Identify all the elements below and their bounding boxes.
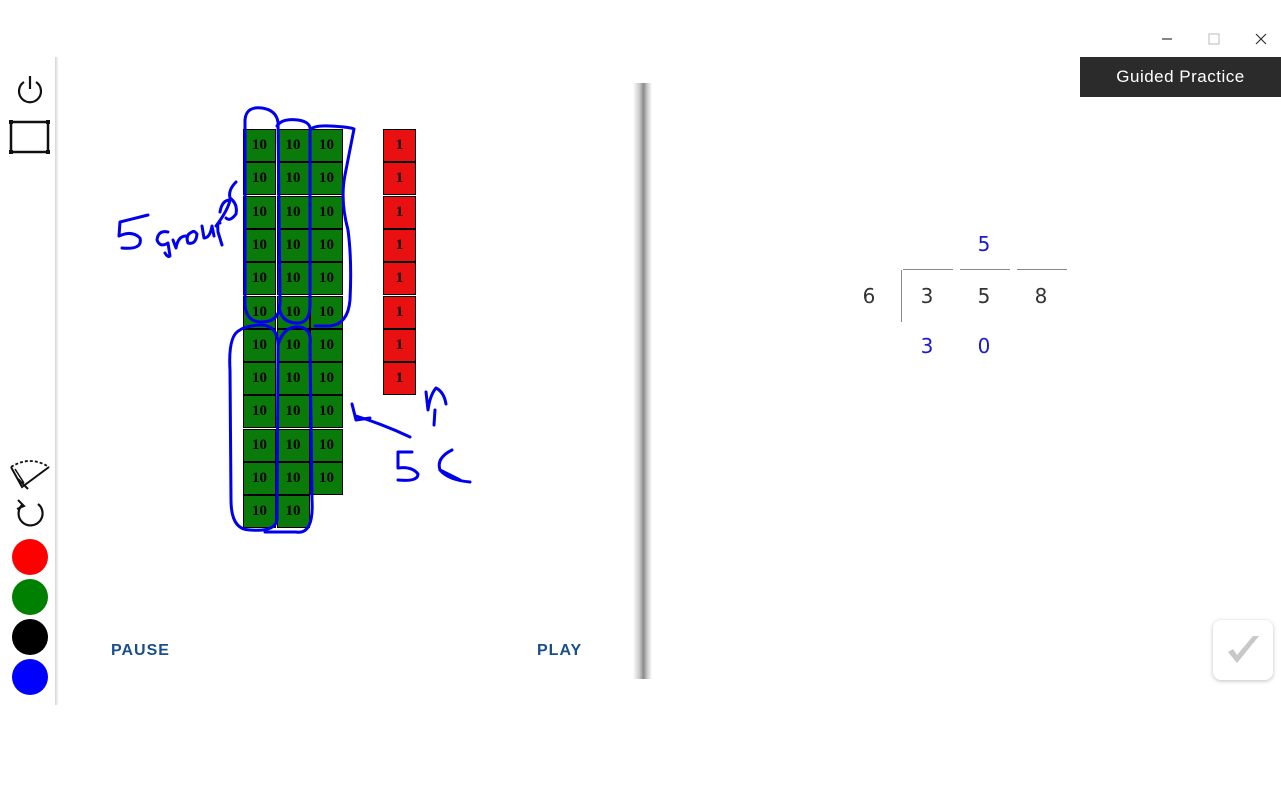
ten-block[interactable]: 10 bbox=[276, 129, 310, 162]
quotient-digit[interactable]: 5 bbox=[977, 232, 991, 256]
ten-block[interactable]: 10 bbox=[243, 395, 276, 429]
one-block[interactable]: 1 bbox=[383, 162, 416, 196]
minimize-button[interactable] bbox=[1152, 28, 1182, 50]
division-bar bbox=[960, 269, 1010, 270]
ten-block[interactable]: 10 bbox=[310, 328, 343, 362]
drawing-canvas[interactable] bbox=[58, 57, 633, 705]
ten-block[interactable]: 10 bbox=[243, 262, 276, 296]
pause-button[interactable]: PAUSE bbox=[111, 642, 170, 659]
maximize-icon bbox=[1208, 33, 1220, 45]
ten-block[interactable]: 10 bbox=[310, 395, 343, 429]
color-blue-swatch[interactable] bbox=[12, 659, 48, 695]
ten-block[interactable]: 10 bbox=[243, 328, 276, 362]
ten-block[interactable]: 10 bbox=[243, 295, 276, 329]
dividend-digit: 5 bbox=[977, 284, 991, 308]
ten-block[interactable]: 10 bbox=[276, 328, 310, 362]
rectangle-icon bbox=[9, 120, 50, 154]
one-block[interactable]: 1 bbox=[383, 262, 416, 296]
ten-block[interactable]: 10 bbox=[276, 295, 310, 329]
ten-block[interactable]: 10 bbox=[243, 129, 276, 162]
toolbar-border bbox=[55, 57, 58, 705]
ten-block[interactable]: 10 bbox=[243, 428, 276, 462]
work-digit[interactable]: 3 bbox=[920, 334, 934, 358]
ten-block[interactable]: 10 bbox=[310, 462, 343, 495]
division-bar bbox=[903, 269, 953, 270]
guided-practice-label: Guided Practice bbox=[1080, 57, 1281, 97]
ten-block[interactable]: 10 bbox=[243, 162, 276, 196]
eraser-button[interactable] bbox=[8, 455, 52, 495]
split-divider[interactable] bbox=[633, 83, 652, 679]
check-answer-button[interactable] bbox=[1213, 620, 1273, 680]
ten-block[interactable]: 10 bbox=[310, 129, 343, 162]
ten-block[interactable]: 10 bbox=[276, 395, 310, 429]
divisor: 6 bbox=[862, 284, 876, 308]
dividend-digit: 3 bbox=[920, 284, 934, 308]
undo-icon bbox=[16, 499, 44, 527]
ten-block[interactable]: 10 bbox=[276, 162, 310, 196]
ten-block[interactable]: 10 bbox=[276, 195, 310, 229]
ten-block[interactable]: 10 bbox=[276, 228, 310, 262]
power-button[interactable] bbox=[8, 69, 52, 109]
ten-block[interactable]: 10 bbox=[310, 195, 343, 229]
maximize-button[interactable] bbox=[1199, 28, 1229, 50]
ten-block[interactable]: 10 bbox=[276, 428, 310, 462]
close-button[interactable] bbox=[1246, 28, 1276, 50]
toolbar bbox=[0, 57, 56, 705]
ten-block[interactable]: 10 bbox=[243, 462, 276, 495]
minimize-icon bbox=[1162, 38, 1172, 40]
ten-block[interactable]: 10 bbox=[243, 495, 276, 529]
one-block[interactable]: 1 bbox=[383, 228, 416, 262]
color-black-swatch[interactable] bbox=[12, 619, 48, 655]
rectangle-tool-button[interactable] bbox=[8, 117, 52, 157]
ten-block[interactable]: 10 bbox=[243, 195, 276, 229]
dividend-digit: 8 bbox=[1034, 284, 1048, 308]
ten-block[interactable]: 10 bbox=[276, 495, 310, 529]
power-icon bbox=[17, 76, 43, 104]
work-digit[interactable]: 0 bbox=[977, 334, 991, 358]
ten-block[interactable]: 10 bbox=[243, 228, 276, 262]
ten-block[interactable]: 10 bbox=[243, 362, 276, 396]
ten-block[interactable]: 10 bbox=[310, 295, 343, 329]
one-block[interactable]: 1 bbox=[383, 362, 416, 396]
one-block[interactable]: 1 bbox=[383, 328, 416, 362]
ten-block[interactable]: 10 bbox=[276, 362, 310, 396]
one-block[interactable]: 1 bbox=[383, 129, 416, 162]
one-block[interactable]: 1 bbox=[383, 295, 416, 329]
checkmark-icon bbox=[1228, 636, 1259, 663]
one-block[interactable]: 1 bbox=[383, 195, 416, 229]
division-bar bbox=[1017, 269, 1067, 270]
color-green-swatch[interactable] bbox=[12, 579, 48, 615]
ten-block[interactable]: 10 bbox=[310, 362, 343, 396]
play-button[interactable]: PLAY bbox=[537, 642, 583, 659]
division-bracket bbox=[901, 270, 902, 322]
ten-block[interactable]: 10 bbox=[310, 228, 343, 262]
color-red-swatch[interactable] bbox=[12, 539, 48, 575]
ten-block[interactable]: 10 bbox=[276, 262, 310, 296]
ten-block[interactable]: 10 bbox=[310, 428, 343, 462]
ten-block[interactable]: 10 bbox=[276, 462, 310, 495]
ten-block[interactable]: 10 bbox=[310, 162, 343, 196]
ten-block[interactable]: 10 bbox=[310, 262, 343, 296]
close-icon bbox=[1255, 33, 1267, 45]
undo-button[interactable] bbox=[8, 494, 52, 534]
eraser-icon bbox=[10, 460, 50, 490]
